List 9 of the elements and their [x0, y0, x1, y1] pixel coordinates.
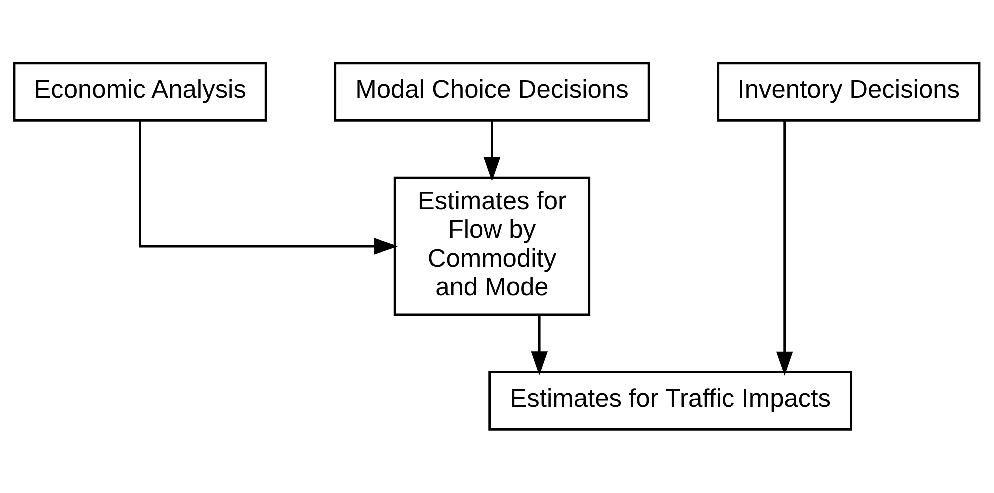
arrow — [776, 121, 794, 376]
node-box: Modal Choice Decisions — [334, 62, 650, 122]
arrow — [531, 315, 548, 376]
arrow — [139, 121, 398, 255]
node-box: Economic Analysis — [13, 62, 268, 122]
node-box: Inventory Decisions — [717, 62, 981, 122]
node-box: Estimates for Flow by Commodity and Mode — [394, 176, 591, 316]
node-box: Estimates for Traffic Impacts — [488, 371, 853, 431]
arrow — [484, 121, 501, 182]
